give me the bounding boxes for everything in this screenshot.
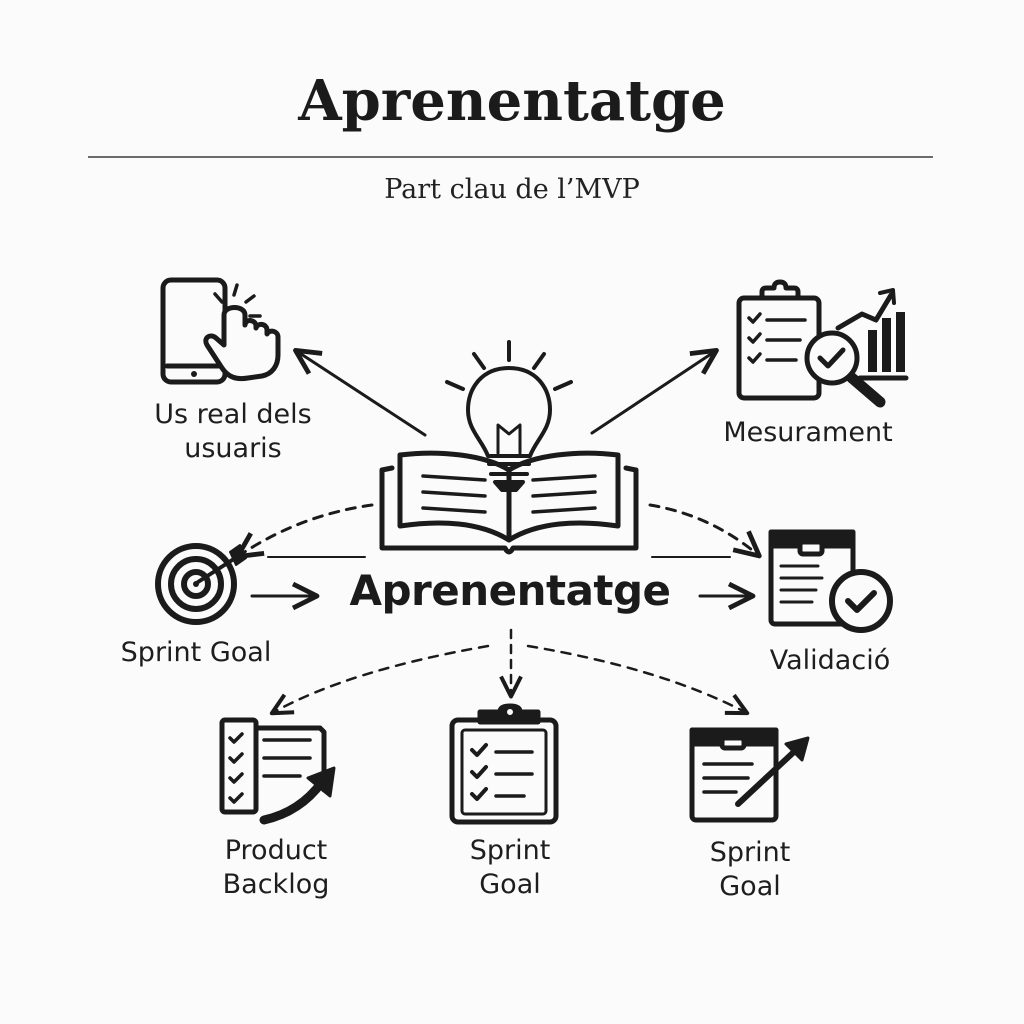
phone-tap-icon <box>160 277 281 385</box>
dashed-arrow-to-bottom-left <box>269 644 490 716</box>
node-label-top-left: Us real dels usuaris <box>118 398 348 466</box>
node-label-bottom-left: Product Backlog <box>176 834 376 902</box>
dashed-arrow-to-mid-right <box>648 503 762 559</box>
node-label-bottom-right-line2: Goal <box>719 871 781 902</box>
node-label-top-right-line1: Mesurament <box>723 417 893 448</box>
clipboard-chart-magnifier-icon <box>736 279 909 408</box>
node-label-mid-left-line1: Sprint Goal <box>120 637 272 668</box>
node-label-top-right: Mesurament <box>690 416 926 450</box>
dashed-arrow-to-bottom-right <box>526 644 750 716</box>
node-label-bottom-right: Sprint Goal <box>660 836 840 904</box>
arrow-to-top-left <box>293 347 427 437</box>
node-label-mid-right: Validació <box>736 644 924 678</box>
document-pen-icon <box>689 727 810 823</box>
node-label-mid-right-line1: Validació <box>769 645 891 676</box>
node-label-top-left-line2: usuaris <box>184 433 282 464</box>
node-label-mid-left: Sprint Goal <box>96 636 296 670</box>
open-book-icon <box>379 450 639 555</box>
page-subtitle: Part clau de l’MVP <box>384 174 640 205</box>
node-label-bottom-right-line1: Sprint <box>709 837 791 868</box>
node-label-bottom-left-line1: Product <box>224 835 328 866</box>
clipboard-checklist-icon <box>449 703 559 825</box>
node-label-top-left-line1: Us real dels <box>154 399 312 430</box>
page-title: Aprenentatge <box>298 68 726 134</box>
node-label-bottom-center-line1: Sprint <box>469 835 551 866</box>
document-check-icon <box>768 529 893 633</box>
lightbulb-icon <box>445 340 573 492</box>
arrow-to-top-right <box>590 347 719 435</box>
target-icon <box>155 543 247 625</box>
checklist-arrow-icon <box>219 717 336 825</box>
node-label-bottom-left-line2: Backlog <box>222 869 330 900</box>
center-label: Aprenentatge <box>349 566 671 615</box>
title-divider <box>88 156 933 158</box>
dashed-arrow-to-mid-left <box>235 503 374 560</box>
node-label-bottom-center: Sprint Goal <box>420 834 600 902</box>
node-label-bottom-center-line2: Goal <box>479 869 541 900</box>
connectors <box>235 347 762 716</box>
